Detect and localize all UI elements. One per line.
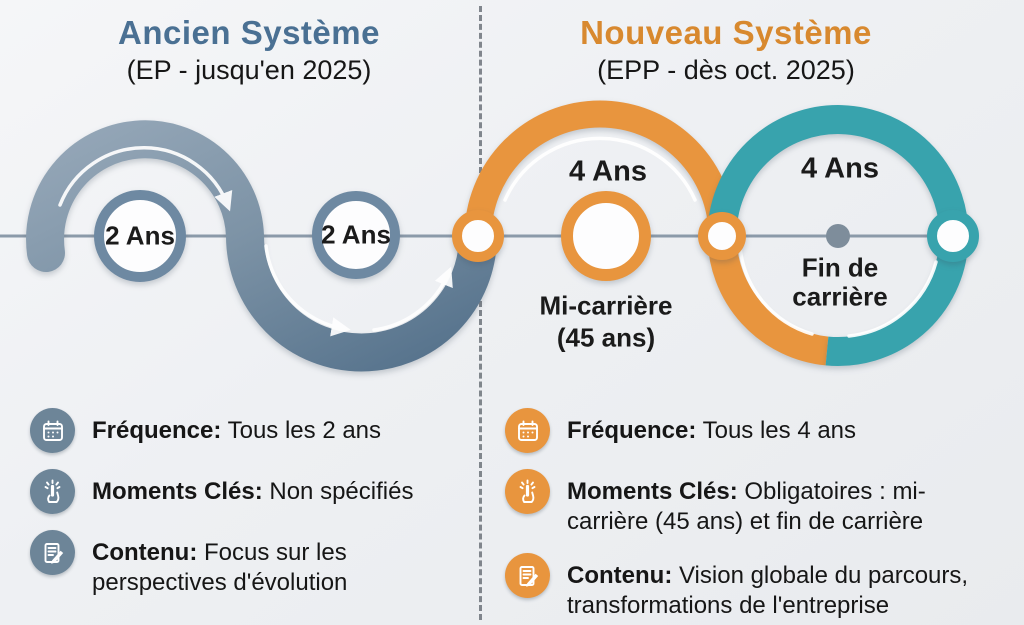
detail-text: Moments Clés: Obligatoires : mi-carrière… (567, 478, 926, 535)
old-cycle-circle-2 (312, 191, 400, 279)
tap-icon (505, 469, 550, 514)
orange-arc-highlight (503, 136, 697, 202)
new-system-teal-ring (707, 105, 969, 366)
node-end-new (927, 210, 979, 262)
list-item: Moments Clés: Obligatoires : mi-carrière… (505, 469, 985, 537)
orange-segment-highlight (738, 245, 814, 336)
old-system-title: Ancien Système (118, 14, 380, 51)
old-cycle-circle-1 (94, 190, 186, 282)
detail-text: Contenu: Focus sur les perspectives d'év… (92, 539, 348, 596)
old-cycle-2-label: 2 Ans (321, 219, 391, 250)
mid-duration-label: 4 Ans (569, 155, 647, 188)
new-system-title: Nouveau Système (580, 14, 872, 51)
detail-text: Moments Clés: Non spécifiés (92, 478, 414, 505)
flow-arrow-icon (372, 266, 453, 332)
calendar-icon (505, 408, 550, 453)
old-system-header: Ancien Système (EP - jusqu'en 2025) (29, 14, 469, 86)
list-item: Contenu: Vision globale du parcours, tra… (505, 553, 985, 621)
new-system-header: Nouveau Système (EPP - dès oct. 2025) (506, 14, 946, 86)
end-career-label-1: Fin de (801, 252, 879, 283)
detail-text: Fréquence: Tous les 2 ans (92, 417, 382, 444)
new-system-details: Fréquence: Tous les 4 ans Moments Clés: … (505, 408, 985, 625)
detail-text: Fréquence: Tous les 4 ans (567, 417, 857, 444)
list-item: Contenu: Focus sur les perspectives d'év… (30, 530, 460, 598)
list-item: Moments Clés: Non spécifiés (30, 469, 460, 514)
old-system-details: Fréquence: Tous les 2 ans Moments Clés: … (30, 408, 460, 619)
end-career-dot (826, 224, 850, 248)
node-start-new (452, 210, 504, 262)
old-system-subtitle: (EP - jusqu'en 2025) (126, 55, 372, 85)
tap-icon (30, 469, 75, 514)
node-mid-new (698, 212, 746, 260)
flow-arrow-icon (58, 146, 233, 212)
list-item: Fréquence: Tous les 4 ans (505, 408, 985, 453)
document-icon (30, 530, 75, 575)
detail-text: Contenu: Vision globale du parcours, tra… (567, 562, 969, 619)
old-cycle-1-label: 2 Ans (105, 220, 175, 251)
end-duration-label: 4 Ans (801, 152, 879, 185)
list-item: Fréquence: Tous les 2 ans (30, 408, 460, 453)
column-divider (479, 6, 482, 620)
new-system-subtitle: (EPP - dès oct. 2025) (597, 55, 855, 85)
calendar-icon (30, 408, 75, 453)
old-system-s-path (26, 120, 497, 372)
teal-ring-highlight (847, 260, 938, 338)
flow-arrow-icon (264, 244, 351, 337)
mid-career-age-label: (45 ans) (556, 322, 656, 353)
mid-career-circle (561, 191, 651, 281)
document-icon (505, 553, 550, 598)
end-career-label-2: carrière (792, 281, 888, 312)
mid-career-label: Mi-carrière (539, 290, 673, 321)
new-system-orange-arc (464, 100, 736, 250)
